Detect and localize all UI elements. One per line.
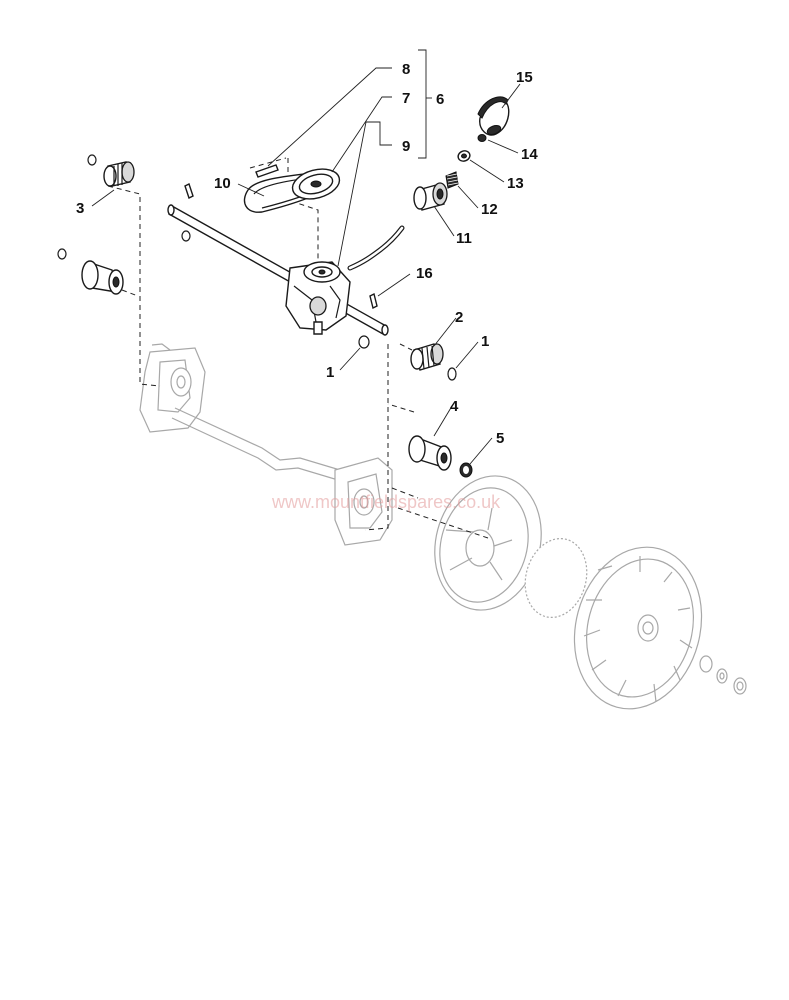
part-15-knob-cap <box>477 96 510 136</box>
drive-ring-gear-ghost <box>524 537 588 619</box>
part-1-circlip-left <box>358 335 370 349</box>
left-bearing-housing <box>57 248 124 295</box>
callout-10: 10 <box>214 175 231 192</box>
callout-4: 4 <box>450 398 459 415</box>
callout-2: 2 <box>455 309 463 326</box>
part-14-nut <box>477 134 487 142</box>
callout-8: 8 <box>402 61 410 78</box>
callout-3: 3 <box>76 200 84 217</box>
part-3-left-drive-pinion <box>87 154 135 187</box>
part-7-pulley-and-belt <box>243 168 341 213</box>
gearbox-transmission <box>285 261 351 335</box>
drive-axle-shaft <box>167 204 389 336</box>
callout-9: 9 <box>402 138 410 155</box>
roll-pin <box>181 183 194 242</box>
callout-14: 14 <box>521 146 538 163</box>
rear-wheel-ghost <box>573 546 703 710</box>
watermark-text: www.mountfieldspares.co.uk <box>271 492 501 512</box>
callout-5: 5 <box>496 430 504 447</box>
callout-16: 16 <box>416 265 433 282</box>
part-5-washer <box>459 462 473 478</box>
part-2-right-drive-pinion <box>410 343 444 371</box>
part-13-washer <box>457 150 471 162</box>
callout-6: 6 <box>436 91 444 108</box>
callout-12: 12 <box>481 201 498 218</box>
callout-1-left: 1 <box>326 364 334 381</box>
part-1-circlip-right <box>447 367 457 381</box>
part-12-spring <box>445 171 459 189</box>
part-9-cable <box>347 225 405 271</box>
callout-labels: 8 7 6 9 10 3 16 2 1 1 4 5 11 12 13 14 15 <box>76 61 538 447</box>
callout-15: 15 <box>516 69 533 86</box>
part-16-pin <box>369 292 378 310</box>
part-10-key <box>255 164 279 178</box>
leader-lines <box>91 49 521 465</box>
rear-axle-bracket-ghost <box>139 343 393 546</box>
wheel-fixings-ghost <box>699 655 747 695</box>
callout-13: 13 <box>507 175 524 192</box>
part-11-bush <box>413 182 448 211</box>
part-4-bearing-housing <box>408 435 452 471</box>
callout-1-right: 1 <box>481 333 489 350</box>
callout-7: 7 <box>402 90 410 107</box>
callout-11: 11 <box>456 230 472 247</box>
